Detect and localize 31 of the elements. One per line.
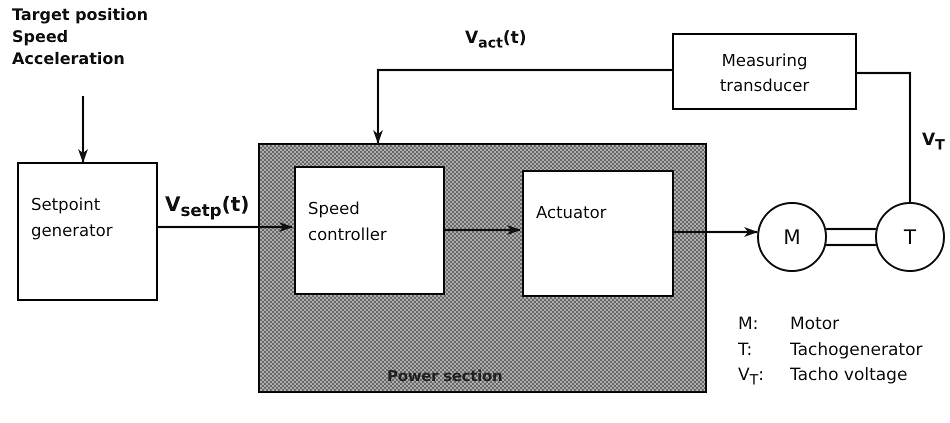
legend-key: M: xyxy=(738,314,758,334)
edge-label: V$_{act}$(t) xyxy=(465,28,527,52)
input-text: Target position Speed Acceleration xyxy=(12,4,182,90)
legend-text: Tachogenerator xyxy=(790,340,922,360)
node-label: Measuring transducer xyxy=(718,50,810,97)
legend-key: V$_{T}$: xyxy=(738,365,764,388)
process-box xyxy=(672,33,857,110)
input-text: Acceleration xyxy=(12,48,126,70)
node-label: T xyxy=(904,225,916,249)
process-box xyxy=(294,166,445,295)
connector-line xyxy=(857,72,912,202)
input-text: Speed xyxy=(12,26,70,48)
arrow xyxy=(373,68,672,144)
process-box xyxy=(17,162,158,301)
legend-text: Motor xyxy=(790,314,840,334)
legend-key: T: xyxy=(738,340,752,360)
node-label: Setpoint generator xyxy=(31,194,114,242)
arrow xyxy=(672,227,758,237)
process-box xyxy=(522,170,674,297)
arrow xyxy=(158,222,293,232)
arrow xyxy=(443,225,521,235)
node-label: M xyxy=(783,225,801,249)
edge-label: V$_{T}$ xyxy=(922,130,945,154)
arrow xyxy=(78,96,88,163)
node-label: Actuator xyxy=(536,202,608,224)
section-panel xyxy=(258,143,707,393)
legend-text: Tacho voltage xyxy=(790,365,908,385)
connector-line xyxy=(824,228,878,246)
node-label: Speed controller xyxy=(308,198,388,246)
section-title: Power section xyxy=(387,367,502,385)
edge-label: V$_{setp}$(t) xyxy=(165,192,250,220)
